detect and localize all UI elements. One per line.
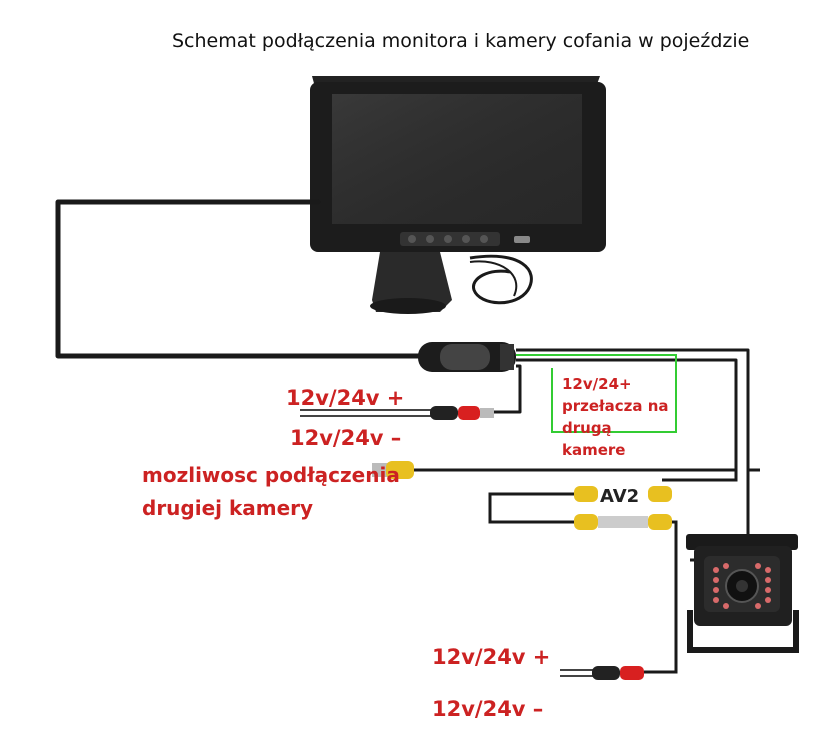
monitor-stand <box>372 252 452 312</box>
power-leads-camera <box>560 660 678 680</box>
monitor-cable <box>55 199 423 359</box>
second-camera-label-line1: mozliwosc podłączenia <box>142 463 400 487</box>
monitor-button[interactable] <box>480 235 488 243</box>
second-camera-label-line2: drugiej kamery <box>142 496 314 520</box>
switch-label-line4: kamere <box>562 441 626 459</box>
power-minus-label-camera: 12v/24v – <box>432 697 544 721</box>
power-minus-label-monitor: 12v/24v – <box>290 426 402 450</box>
switch-label-line3: drugą <box>562 419 612 437</box>
switch-label-line2: przełacza na <box>562 397 669 415</box>
green-switch-wire <box>516 354 677 433</box>
power-plus-label-monitor: 12v/24v + <box>286 386 405 410</box>
connector-block <box>418 342 516 372</box>
monitor <box>310 76 606 314</box>
reverse-camera <box>686 534 799 653</box>
monitor-button[interactable] <box>408 235 416 243</box>
monitor-button[interactable] <box>462 235 470 243</box>
page-title: Schemat podłączenia monitora i kamery co… <box>172 30 750 52</box>
monitor-button[interactable] <box>444 235 452 243</box>
av2-connectors <box>574 486 672 530</box>
rca-second-camera <box>372 461 414 479</box>
power-plus-label-camera: 12v/24v + <box>432 645 551 669</box>
power-leads-monitor <box>300 406 494 420</box>
av2-label: AV2 <box>600 486 640 507</box>
switch-label-line1: 12v/24+ <box>562 375 632 393</box>
monitor-button[interactable] <box>426 235 434 243</box>
